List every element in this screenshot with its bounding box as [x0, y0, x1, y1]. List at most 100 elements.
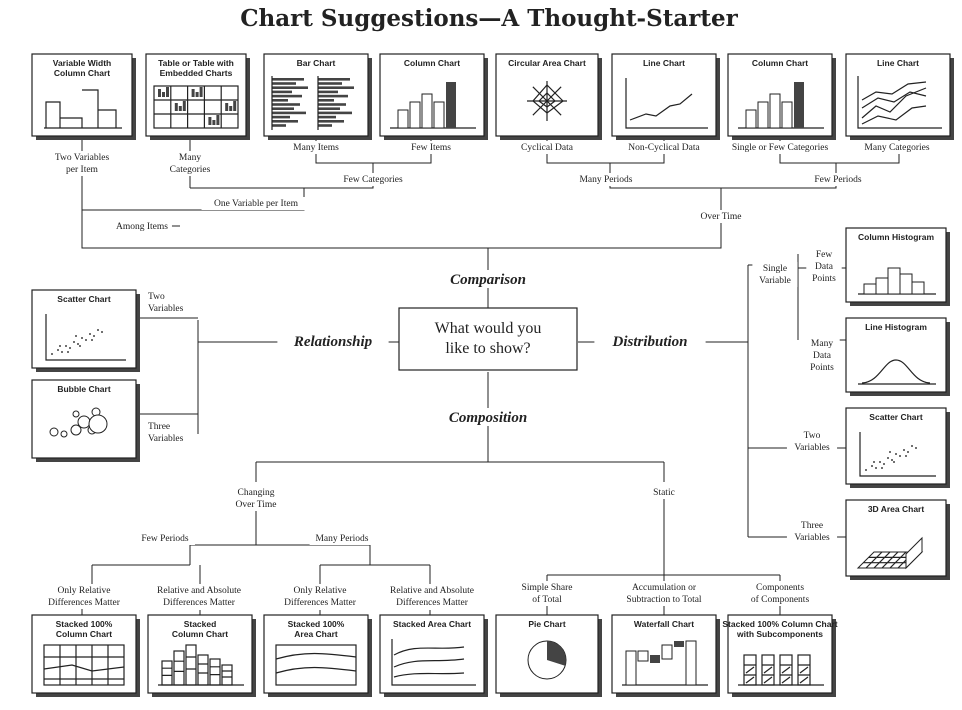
branch-label-text: Non-Cyclical Data [628, 143, 700, 153]
label-few-categories: Few Categories [335, 173, 411, 186]
box-title: Embedded Charts [160, 68, 233, 78]
branch-label-text: Single [763, 264, 787, 274]
box-scatter-dist: Scatter Chart [845, 407, 950, 488]
branch-label-text: Data [815, 262, 834, 272]
box-title: Variable Width [53, 58, 112, 68]
branch-label-text: Only Relative [293, 586, 346, 596]
box-title: Stacked 100% Column Chart [722, 619, 837, 629]
stkcol-chart-icon [158, 644, 244, 686]
branch-label-text: Changing [238, 488, 275, 498]
box-title: Stacked Area Chart [393, 619, 471, 629]
stk100area-chart-icon [275, 644, 357, 686]
label-among-items: Among Items [112, 220, 172, 233]
label-non-cyclical: Non-Cyclical Data [619, 141, 709, 154]
branch-label-text: Points [812, 274, 836, 284]
page-title: Chart Suggestions—A Thought-Starter [240, 5, 738, 32]
scatter-chart-icon [859, 432, 936, 477]
box-title: Line Chart [877, 58, 919, 68]
box-line-chart-many: Line Chart [845, 53, 954, 140]
branch-label-text: Relative and Absolute [157, 586, 241, 596]
branch-label-text: Few [816, 250, 833, 260]
box-title: Column Chart [752, 58, 808, 68]
box-stacked100-area: Stacked 100%Area Chart [263, 614, 372, 697]
connector-line [190, 163, 374, 189]
category-composition: Composition [449, 410, 527, 426]
box-title: Bar Chart [297, 58, 336, 68]
label-many-items: Many Items [288, 141, 344, 154]
branch-label-text: Few Categories [343, 175, 403, 185]
stkarea-chart-icon [391, 639, 476, 686]
box-title: with Subcomponents [736, 629, 823, 639]
label-over-time: Over Time [695, 210, 747, 223]
box-bar-chart: Bar Chart [263, 53, 372, 140]
box-title: 3D Area Chart [868, 504, 925, 514]
label-many-periods: Many Periods [573, 173, 639, 186]
box-title: Scatter Chart [57, 294, 111, 304]
linehist-chart-icon [858, 359, 936, 385]
branch-label-text: Differences Matter [163, 597, 236, 608]
stksub-chart-icon [738, 654, 824, 686]
question-text: like to show? [445, 340, 530, 357]
box-title: Waterfall Chart [634, 619, 694, 629]
pie-chart-icon [527, 640, 567, 680]
box-title: Circular Area Chart [508, 58, 586, 68]
colhist-chart-icon [858, 267, 936, 295]
branch-label-text: Over Time [701, 212, 742, 222]
connector-line [609, 163, 837, 189]
label-few-periods-top: Few Periods [808, 173, 868, 186]
box-stacked100-col: Stacked 100%Column Chart [31, 614, 140, 697]
category-distribution: Distribution [611, 334, 687, 350]
branch-label-text: Three [148, 422, 170, 432]
circular-chart-icon [527, 81, 567, 121]
box-title: Column Chart [404, 58, 460, 68]
branch-label-text: Few Periods [141, 534, 189, 544]
box-title: Column Chart [54, 68, 110, 78]
label-static: Static [646, 486, 682, 499]
branch-label-text: Accumulation or [632, 583, 697, 593]
branch-label-text: Many Periods [315, 534, 368, 544]
category-relationship: Relationship [293, 334, 373, 350]
table-chart-icon [153, 85, 239, 129]
category-comparison: Comparison [450, 272, 526, 288]
branch-label-text: Many [811, 339, 833, 349]
box-line-chart-noncyc: Line Chart [611, 53, 720, 140]
column-chart-icon [738, 82, 824, 129]
branch-label-text: Variables [148, 304, 184, 314]
box-circular-area: Circular Area Chart [495, 53, 602, 140]
box-title: Stacked 100% [288, 619, 345, 629]
branch-label-text: Few Periods [814, 175, 862, 185]
box-title: Line Histogram [865, 322, 927, 332]
branch-label-text: of Total [532, 594, 562, 605]
branch-label-text: Many [179, 153, 201, 163]
branch-label-text: Variables [794, 443, 830, 453]
box-column-histogram: Column Histogram [845, 227, 950, 306]
branch-label-text: Over Time [236, 500, 277, 510]
branch-label-text: Two [804, 431, 821, 441]
box-title: Stacked 100% [56, 619, 113, 629]
branch-label-text: Components [756, 583, 804, 593]
branch-label-text: Three [801, 521, 823, 531]
box-column-chart-few: Column Chart [379, 53, 488, 140]
branch-label-text: Two [148, 292, 165, 302]
box-title: Area Chart [294, 629, 338, 639]
waterfall-chart-icon [622, 640, 708, 686]
bubble-chart-icon [49, 407, 108, 438]
box-title: Line Chart [643, 58, 685, 68]
label-many-periods-comp: Many Periods [309, 532, 375, 545]
box-waterfall: Waterfall Chart [611, 614, 720, 697]
